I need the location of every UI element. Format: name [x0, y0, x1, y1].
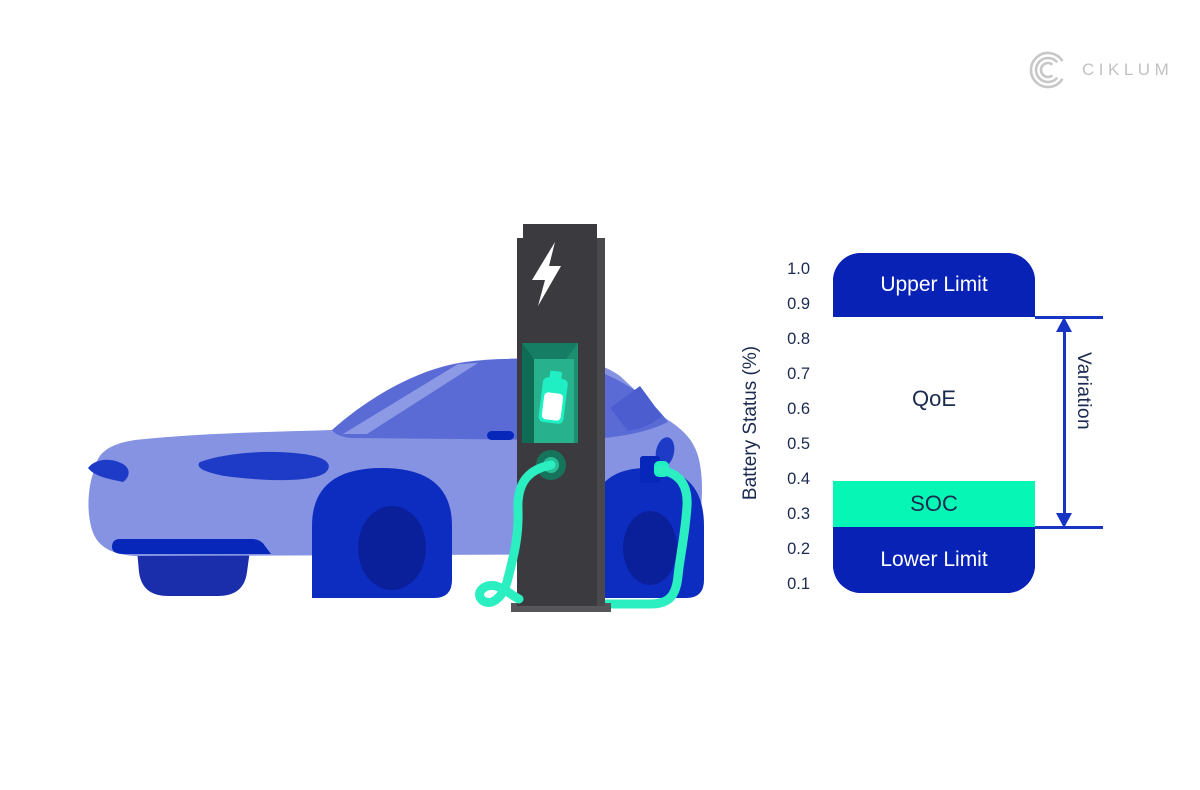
front-tire — [358, 506, 426, 590]
battery-charging-icon — [538, 370, 568, 424]
charge-port — [640, 456, 660, 483]
battery-screen — [522, 343, 578, 443]
charging-station — [511, 224, 611, 612]
lightning-bolt-icon — [532, 242, 561, 306]
y-tick: 0.3 — [787, 505, 810, 523]
ev-charging-illustration — [88, 224, 704, 612]
screen-bevel-top — [522, 343, 578, 359]
screen-bevel-left — [522, 343, 534, 443]
brand-name: CIKLUM — [1082, 60, 1174, 79]
battery-zones-chart: Upper Limit QoE SOC Lower Limit — [833, 253, 1035, 593]
y-tick: 0.5 — [787, 435, 810, 453]
y-tick: 0.2 — [787, 540, 810, 558]
y-tick: 0.8 — [787, 330, 810, 348]
station-edge-highlight — [597, 238, 605, 606]
variation-arrowhead-down — [1056, 513, 1072, 528]
ciklum-arcs-icon — [1029, 51, 1064, 89]
zone-upper-limit: Upper Limit — [833, 253, 1035, 317]
rear-window — [610, 386, 662, 431]
station-cap — [523, 224, 597, 242]
variation-label: Variation — [1073, 352, 1094, 431]
y-tick: 0.1 — [787, 575, 810, 593]
car-pillar-strip — [343, 363, 478, 434]
station-base — [511, 603, 611, 612]
charging-cable-station — [475, 460, 556, 607]
far-front-wheel — [137, 550, 250, 596]
tail-light — [655, 437, 675, 467]
door-handle — [487, 431, 514, 440]
variation-arrow-stem — [1063, 330, 1066, 514]
y-axis-title: Battery Status (%) — [740, 345, 761, 501]
y-tick: 1.0 — [787, 260, 810, 278]
zone-soc: SOC — [833, 481, 1035, 527]
headlight — [198, 451, 329, 481]
y-tick: 0.6 — [787, 400, 810, 418]
y-tick: 0.9 — [787, 295, 810, 313]
y-axis-ticks: 1.0 0.9 0.8 0.7 0.6 0.5 0.4 0.3 0.2 0.1 — [700, 253, 810, 593]
zone-qoe: QoE — [833, 317, 1035, 481]
front-bumper-bar — [112, 539, 271, 554]
car-cabin — [332, 358, 668, 440]
far-headlight — [88, 459, 129, 482]
variation-arrowhead-up — [1056, 317, 1072, 332]
y-tick: 0.4 — [787, 470, 810, 488]
rear-tire — [623, 511, 677, 585]
charging-cable-car — [533, 465, 692, 609]
zone-lower-limit: Lower Limit — [833, 527, 1035, 593]
y-tick: 0.7 — [787, 365, 810, 383]
brand-logo: CIKLUM — [1026, 48, 1173, 92]
